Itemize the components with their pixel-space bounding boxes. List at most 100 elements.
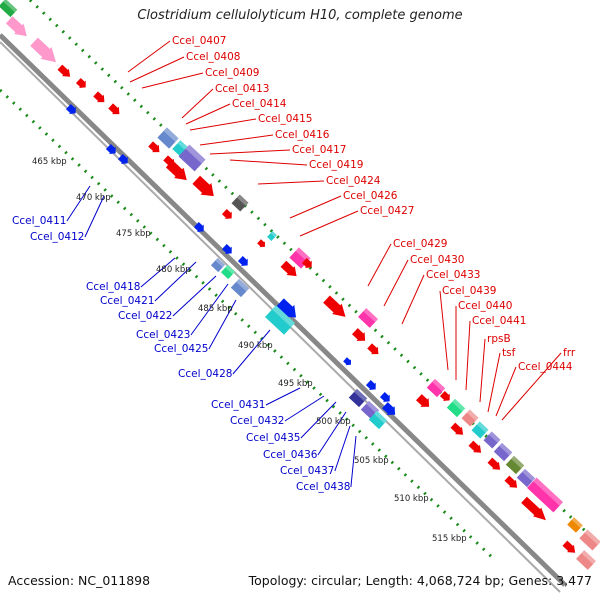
gene-feature xyxy=(504,475,518,488)
ruler-tick-label: 515 kbp xyxy=(432,534,467,544)
forward-gene-label: Ccel_0414 xyxy=(232,98,287,110)
forward-gene-label: Ccel_0419 xyxy=(309,159,363,171)
gene-feature xyxy=(439,391,450,401)
ruler-tick-label: 500 kbp xyxy=(316,417,351,427)
forward-leader-line xyxy=(439,290,449,371)
gene-feature xyxy=(516,468,536,488)
forward-leader-line xyxy=(185,103,231,125)
gene-feature xyxy=(193,222,204,232)
gene-feature xyxy=(352,328,366,341)
forward-gene-label: rpsB xyxy=(487,333,511,345)
gene-feature xyxy=(505,455,525,475)
forward-gene-label: Ccel_0429 xyxy=(393,238,447,250)
forward-leader-line xyxy=(127,40,171,73)
gene-feature xyxy=(265,305,295,335)
gene-feature xyxy=(367,343,379,355)
gene-feature xyxy=(75,78,86,88)
gene-feature xyxy=(65,104,76,114)
forward-leader-line xyxy=(367,243,392,287)
reverse-leader-line xyxy=(334,425,351,472)
reverse-gene-label: Ccel_0423 xyxy=(136,329,190,341)
gene-feature xyxy=(446,398,466,418)
gene-feature xyxy=(323,295,346,317)
gene-feature xyxy=(108,103,120,115)
gene-feature xyxy=(493,442,513,462)
forward-leader-line xyxy=(299,210,359,237)
reverse-gene-label: Ccel_0428 xyxy=(178,368,232,380)
reverse-gene-label: Ccel_0421 xyxy=(100,295,154,307)
forward-gene-label: Ccel_0416 xyxy=(275,129,330,141)
gene-feature xyxy=(521,496,546,521)
gene-feature xyxy=(348,388,368,408)
forward-leader-line xyxy=(487,352,501,413)
gene-feature xyxy=(172,140,188,156)
gene-feature xyxy=(426,378,446,398)
gene-feature xyxy=(178,144,206,172)
reverse-leader-line xyxy=(208,299,237,350)
reverse-leader-line xyxy=(232,329,271,375)
gene-feature xyxy=(237,256,248,266)
forward-gene-label: Ccel_0408 xyxy=(186,51,240,63)
reverse-gene-label: Ccel_0435 xyxy=(246,432,300,444)
forward-leader-line xyxy=(383,259,409,307)
gene-feature xyxy=(157,127,179,149)
gene-feature xyxy=(231,194,249,212)
forward-gene-label: tsf xyxy=(502,347,516,359)
gene-feature xyxy=(117,154,128,164)
reverse-gene-label: Ccel_0411 xyxy=(12,215,66,227)
reverse-leader-line xyxy=(172,275,217,317)
forward-gene-label: Ccel_0426 xyxy=(343,190,398,202)
forward-leader-line xyxy=(229,159,308,166)
reverse-gene-label: Ccel_0418 xyxy=(86,281,140,293)
forward-leader-line xyxy=(129,56,185,83)
forward-leader-line xyxy=(181,88,214,119)
gene-feature xyxy=(301,258,312,268)
gene-feature xyxy=(276,298,297,318)
gene-feature xyxy=(379,392,390,402)
reverse-gene-label: Ccel_0438 xyxy=(296,481,350,493)
gene-feature xyxy=(210,257,226,273)
gene-feature xyxy=(343,357,352,366)
accession-label: Accession: NC_011898 xyxy=(8,573,151,588)
forward-gene-label: frr xyxy=(563,347,576,359)
reverse-gene-label: Ccel_0412 xyxy=(30,231,84,243)
gene-feature xyxy=(148,141,160,153)
gene-feature xyxy=(527,477,563,513)
gene-feature xyxy=(471,421,489,439)
gene-feature xyxy=(93,91,105,103)
ruler-tick-label: 470 kbp xyxy=(76,193,111,203)
reverse-leader-line xyxy=(84,195,105,238)
gene-feature xyxy=(450,422,464,435)
reverse-leader-line xyxy=(265,387,301,406)
reverse-gene-label: Ccel_0436 xyxy=(263,449,318,461)
gene-feature xyxy=(57,64,71,77)
reverse-gene-label: Ccel_0422 xyxy=(118,310,172,322)
ruler-tick-label: 475 kbp xyxy=(116,229,151,239)
forward-leader-line xyxy=(141,72,204,89)
gene-feature xyxy=(105,144,116,154)
gene-feature xyxy=(221,244,232,254)
gene-feature xyxy=(483,431,501,449)
ruler-tick-label: 490 kbp xyxy=(238,341,273,351)
gene-feature xyxy=(576,550,596,570)
reverse-gene-label: Ccel_0437 xyxy=(280,465,334,477)
genome-stats-label: Topology: circular; Length: 4,068,724 bp… xyxy=(248,573,592,588)
forward-leader-line xyxy=(189,118,257,131)
reverse-leader-line xyxy=(66,185,91,222)
forward-gene-label: Ccel_0409 xyxy=(205,67,259,79)
gene-feature xyxy=(468,440,482,453)
gene-feature xyxy=(416,394,430,407)
gene-feature xyxy=(5,16,27,37)
reverse-leader-line xyxy=(350,435,357,488)
gene-feature xyxy=(280,260,297,277)
forward-gene-label: Ccel_0433 xyxy=(426,269,480,281)
reverse-leader-line xyxy=(317,411,347,456)
gene-feature xyxy=(567,517,583,533)
forward-gene-label: Ccel_0417 xyxy=(292,144,346,156)
reverse-gene-label: Ccel_0432 xyxy=(230,415,284,427)
forward-gene-label: Ccel_0430 xyxy=(410,254,464,266)
gene-feature xyxy=(562,540,576,553)
forward-leader-line xyxy=(495,366,517,417)
ruler-tick-label: 510 kbp xyxy=(394,494,429,504)
